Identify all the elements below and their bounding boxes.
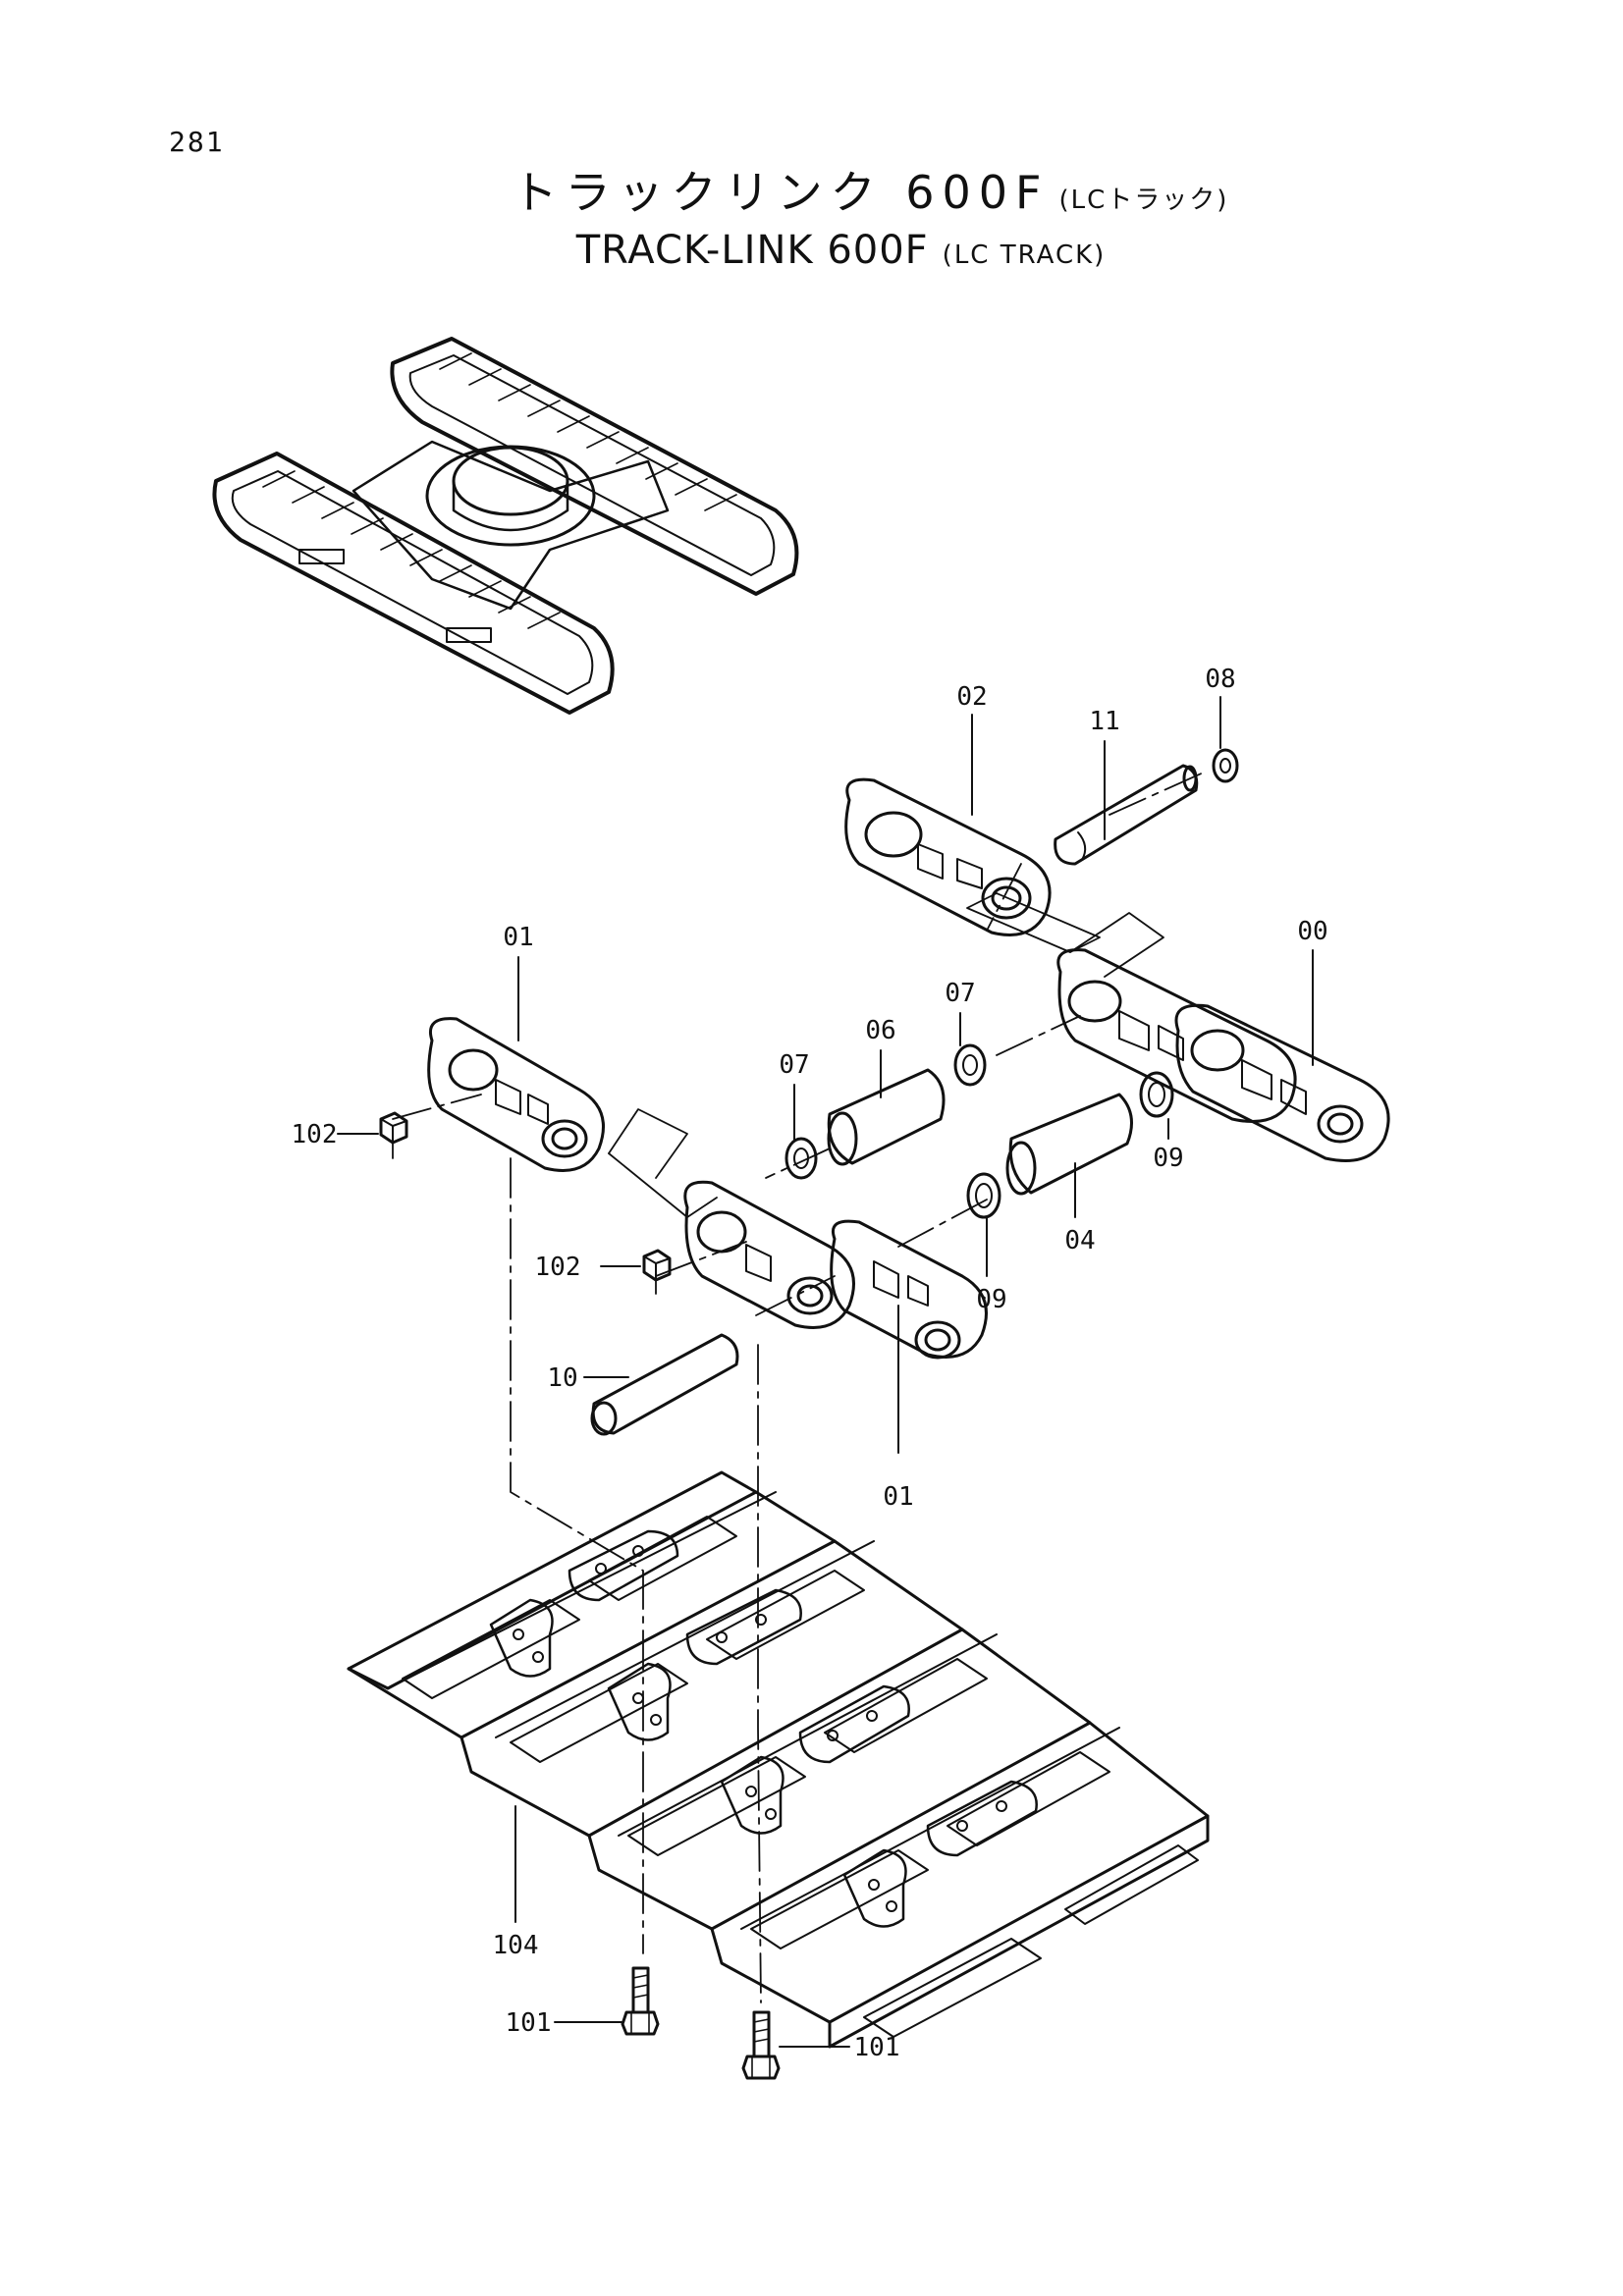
track-pin-10: [590, 1333, 739, 1436]
title-english-main: TRACK-LINK 600F: [575, 228, 929, 273]
page-number: 281: [169, 126, 225, 158]
callout-104: 104: [493, 1931, 539, 1960]
callout-labels: 02 11 08 00 01 07 06 07 09 04 09 01 102 …: [292, 665, 1328, 2062]
assembly-center-lines: [392, 770, 1209, 2003]
phantom-outline: [1069, 912, 1164, 978]
bushing-04: [1005, 1093, 1133, 1196]
title-japanese: トラックリンク 600F (LCトラック): [118, 157, 1623, 222]
callout-10: 10: [547, 1363, 577, 1393]
seal-09-lower: [966, 1172, 1001, 1219]
callout-09-lower: 09: [976, 1285, 1006, 1314]
callout-00: 00: [1297, 917, 1327, 946]
callout-11: 11: [1089, 707, 1119, 736]
callout-02: 02: [956, 682, 987, 712]
nut-102-upper: [379, 1111, 408, 1145]
callout-102-upper: 102: [292, 1120, 338, 1149]
callout-101-left: 101: [506, 2008, 552, 2038]
callout-01-lower: 01: [883, 1482, 913, 1512]
shoe-bolt-101-left: [621, 1966, 660, 2036]
track-link-00: [1056, 948, 1390, 1162]
callout-09-upper: 09: [1153, 1144, 1183, 1173]
callout-04: 04: [1064, 1226, 1095, 1255]
track-link-01-lower: [683, 1180, 988, 1360]
shoe-bolt-101-right: [741, 2010, 781, 2080]
callout-07-left: 07: [779, 1050, 809, 1080]
phantom-outline: [608, 1108, 688, 1179]
phantom-outline: [966, 892, 1101, 953]
track-pin-11: [1054, 764, 1199, 866]
callout-08: 08: [1205, 665, 1235, 694]
title-english-suffix: (LC TRACK): [942, 240, 1107, 270]
snap-ring-08: [1212, 748, 1239, 783]
title-japanese-suffix: (LCトラック): [1058, 186, 1229, 215]
callout-06: 06: [865, 1016, 895, 1045]
title-english: TRACK-LINK 600F (LC TRACK): [59, 228, 1623, 273]
callout-102-lower: 102: [535, 1253, 581, 1282]
seal-07-right: [953, 1043, 987, 1087]
callout-07-right: 07: [945, 979, 975, 1008]
callout-101-right: 101: [854, 2033, 900, 2062]
undercarriage-illustration: [212, 337, 799, 715]
title-japanese-main: トラックリンク 600F: [512, 166, 1050, 219]
leader-lines: [337, 696, 1314, 2048]
track-link-02: [844, 777, 1052, 936]
callout-01-upper: 01: [503, 923, 533, 952]
bushing-06: [827, 1068, 946, 1166]
seal-09-upper: [1139, 1071, 1174, 1118]
title-block: トラックリンク 600F (LCトラック) TRACK-LINK 600F (LC …: [0, 157, 1623, 273]
phantom-outline: [608, 1152, 718, 1218]
seal-07-left: [784, 1137, 818, 1180]
track-link-01-upper: [427, 1017, 605, 1172]
track-shoe-assembly-104: [347, 1470, 1210, 2049]
